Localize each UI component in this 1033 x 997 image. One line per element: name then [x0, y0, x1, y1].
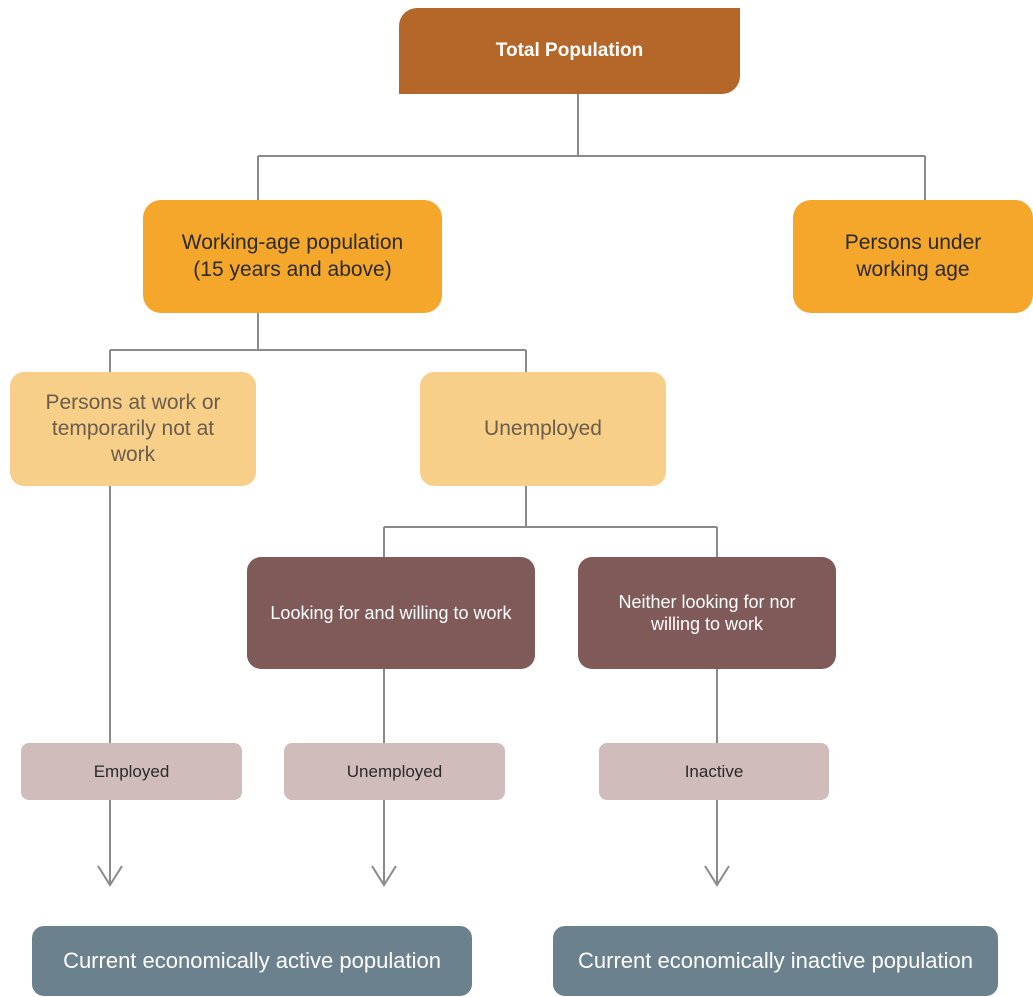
at-work-label-line2: temporarily not at — [51, 416, 215, 440]
unemployed-label: Unemployed — [484, 416, 602, 440]
active-population-label: Current economically active population — [63, 948, 441, 974]
neither-looking-label-line1: Neither looking for nor — [618, 591, 796, 612]
persons-at-work-box: Persons at work or temporarily not at wo… — [10, 372, 256, 486]
inactive-population-box: Current economically inactive population — [553, 926, 998, 996]
unemployed-box: Unemployed — [420, 372, 666, 486]
inactive-status-box: Inactive — [599, 743, 829, 800]
at-work-label-line3: work — [110, 443, 156, 467]
at-work-label-line1: Persons at work or — [45, 390, 221, 414]
neither-looking-box: Neither looking for nor willing to work — [578, 557, 836, 669]
unemployed-status-label: Unemployed — [346, 761, 443, 781]
total-population-box: Total Population — [399, 8, 740, 94]
employed-label: Employed — [93, 761, 170, 781]
working-age-label-line1: Working-age population — [181, 231, 404, 255]
under-working-age-box: Persons under working age — [793, 200, 1033, 313]
inactive-label: Inactive — [684, 761, 744, 781]
arrow-inactive-icon — [704, 865, 730, 887]
under-working-age-label-line2: working age — [856, 257, 970, 281]
arrow-unemployed-icon — [371, 865, 397, 887]
looking-for-work-box: Looking for and willing to work — [247, 557, 535, 669]
arrow-employed-icon — [97, 865, 123, 887]
neither-looking-label-line2: willing to work — [650, 614, 764, 634]
inactive-population-label: Current economically inactive population — [578, 948, 973, 974]
working-age-population-box: Working-age population (15 years and abo… — [143, 200, 442, 313]
employed-status-box: Employed — [21, 743, 242, 800]
working-age-label-line2: (15 years and above) — [193, 257, 392, 281]
unemployed-status-box: Unemployed — [284, 743, 505, 800]
active-population-box: Current economically active population — [32, 926, 472, 996]
under-working-age-label-line1: Persons under — [844, 231, 982, 255]
looking-for-work-label: Looking for and willing to work — [270, 602, 512, 623]
total-population-label: Total Population — [495, 40, 644, 62]
